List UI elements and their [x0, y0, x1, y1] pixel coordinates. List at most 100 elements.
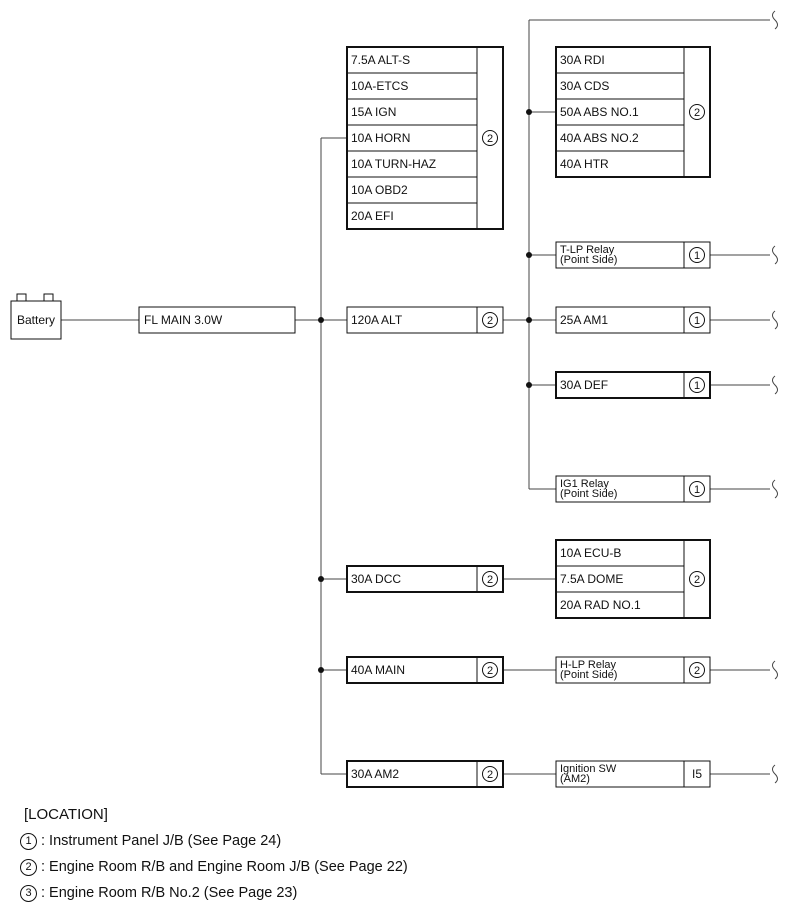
legend-item: 3 : Engine Room R/B No.2 (See Page 23)	[20, 880, 408, 906]
fuse-block-am1: 1	[555, 306, 711, 334]
fuse-block-ign-sw: I5	[555, 760, 711, 788]
location-marker-icon	[482, 312, 498, 328]
fl-main-fuse: FL MAIN 3.0W	[138, 306, 296, 334]
junction-dot	[526, 109, 532, 115]
continuation-mark	[772, 479, 778, 499]
location-marker-icon	[689, 104, 705, 120]
fuse-label: 30A DCC	[351, 572, 401, 586]
battery-body	[10, 300, 62, 340]
fuse-label: (Point Side)	[560, 488, 617, 500]
location-marker-number: 2	[694, 665, 700, 677]
legend-item-text: : Engine Room R/B No.2 (See Page 23)	[41, 885, 298, 901]
location-marker-icon	[482, 571, 498, 587]
location-marker-number: 2	[694, 574, 700, 586]
fuse-label: 10A ECU-B	[560, 546, 621, 560]
location-marker-icon: 3	[20, 884, 37, 902]
battery-label: Battery	[17, 313, 55, 327]
fuse-label: 10A OBD2	[351, 183, 408, 197]
fuse-label: 25A AM1	[560, 313, 608, 327]
junction-dot	[318, 576, 324, 582]
location-marker-number: 2	[487, 315, 493, 327]
continuation-mark	[772, 764, 778, 784]
fuse-block-alt: 2	[346, 306, 504, 334]
junction-dot	[318, 317, 324, 323]
fuse-label: 50A ABS NO.1	[560, 105, 639, 119]
fuse-block-dcc: 2	[346, 565, 504, 593]
fuse-block-rdi-group: 2	[555, 46, 711, 178]
location-marker-icon	[689, 571, 705, 587]
location-marker-number: 1	[694, 315, 700, 327]
continuation-mark	[772, 310, 778, 330]
fuse-block-ecu-group: 2	[555, 539, 711, 619]
battery: Battery	[10, 293, 62, 340]
location-marker-icon: 1	[20, 832, 37, 850]
location-marker-number: 1	[694, 484, 700, 496]
location-marker-number: 1	[694, 380, 700, 392]
fuse-label: (Point Side)	[560, 254, 617, 266]
junction-dot	[526, 317, 532, 323]
legend-item: 2 : Engine Room R/B and Engine Room J/B …	[20, 854, 408, 880]
fuse-label: T-LP Relay	[560, 244, 615, 256]
connector-code: I5	[692, 767, 702, 781]
location-marker-number: 1	[694, 250, 700, 262]
fuse-label: 120A ALT	[351, 313, 403, 327]
location-marker-icon	[689, 377, 705, 393]
continuation-mark	[772, 660, 778, 680]
fuse-block-main: 2	[346, 656, 504, 684]
continuation-mark	[772, 10, 778, 30]
junction-dot	[318, 667, 324, 673]
location-marker-icon	[482, 130, 498, 146]
fuse-block-hlp: 2	[555, 656, 711, 684]
location-marker-number: 2	[487, 133, 493, 145]
location-marker-number: 2	[487, 665, 493, 677]
continuation-mark	[772, 245, 778, 265]
legend-item: 1 : Instrument Panel J/B (See Page 24)	[20, 828, 408, 854]
fuse-block-ig1: 1	[555, 475, 711, 503]
battery-terminal-icon	[16, 293, 27, 302]
junction-dot	[526, 382, 532, 388]
location-legend: [LOCATION] 1 : Instrument Panel J/B (See…	[20, 802, 408, 906]
fuse-label: 30A AM2	[351, 767, 399, 781]
fuse-label: 10A-ETCS	[351, 79, 408, 93]
location-marker-number: 2	[487, 574, 493, 586]
legend-item-text: : Instrument Panel J/B (See Page 24)	[41, 833, 282, 849]
battery-terminal-icon	[43, 293, 54, 302]
fuse-label: 30A CDS	[560, 79, 609, 93]
fuse-label: 30A RDI	[560, 53, 605, 67]
fuse-label: 30A DEF	[560, 378, 608, 392]
fl-main-label: FL MAIN 3.0W	[144, 313, 223, 327]
fuse-label: 40A MAIN	[351, 663, 405, 677]
location-marker-icon	[689, 312, 705, 328]
fuse-label: 7.5A ALT-S	[351, 53, 410, 67]
location-marker-icon	[689, 662, 705, 678]
fuse-block-def: 1	[555, 371, 711, 399]
fuse-label: 10A HORN	[351, 131, 410, 145]
fuse-block-jb-top: 2	[346, 46, 504, 230]
fuse-block-am2: 2	[346, 760, 504, 788]
location-marker-number: 2	[694, 107, 700, 119]
fuse-label: H-LP Relay	[560, 659, 617, 671]
fuse-label: 7.5A DOME	[560, 572, 623, 586]
location-marker-icon: 2	[20, 858, 37, 876]
location-marker-icon	[482, 662, 498, 678]
fuse-block-tlp: 1	[555, 241, 711, 269]
fuse-label: 10A TURN-HAZ	[351, 157, 436, 171]
junction-dot	[526, 252, 532, 258]
location-marker-number: 2	[487, 769, 493, 781]
fuse-label: (Point Side)	[560, 669, 617, 681]
fuse-label: (AM2)	[560, 773, 590, 785]
location-marker-icon	[482, 766, 498, 782]
fuse-label: 40A ABS NO.2	[560, 131, 639, 145]
location-marker-icon	[689, 247, 705, 263]
fuse-label: 20A EFI	[351, 209, 394, 223]
fuse-label: 40A HTR	[560, 157, 609, 171]
fuse-label: 15A IGN	[351, 105, 396, 119]
continuation-mark	[772, 375, 778, 395]
legend-title: [LOCATION]	[24, 806, 108, 823]
fuse-label: IG1 Relay	[560, 478, 609, 490]
legend-item-text: : Engine Room R/B and Engine Room J/B (S…	[41, 859, 408, 875]
fl-main-frame	[138, 306, 296, 334]
fuse-label: 20A RAD NO.1	[560, 598, 641, 612]
location-marker-icon	[689, 481, 705, 497]
